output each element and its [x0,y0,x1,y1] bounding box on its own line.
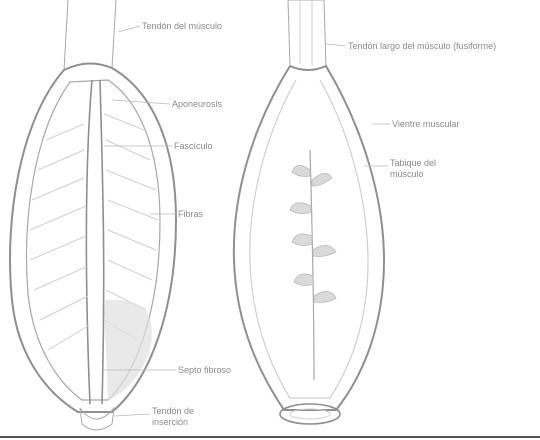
left-central-tendon [86,80,103,404]
bottom-tendon-label-line2: inserción [152,417,188,427]
bottom-tendon-label-line1: Tendón de [152,406,194,416]
belly-label: Vientre muscular [392,119,459,129]
right-bottom-tendon [280,404,340,424]
septum-label-line2: músculo [390,169,424,179]
left-muscle [10,0,176,430]
septum-label-line1: Tabique del [390,158,436,168]
tendon-top-label: Tendón del músculo [142,21,222,31]
intermuscular-label: Septo fibroso [178,365,231,375]
right-leader-lines [326,44,390,166]
right-muscle [234,0,384,424]
left-outer-sheath [10,63,176,412]
aponeurosis-label: Aponeurosis [172,99,222,109]
fascicle-label: Fascículo [174,141,213,151]
right-top-tendon [288,0,326,70]
left-top-tendon [64,0,116,70]
right-septum-branches [290,165,336,302]
left-lower-shading [104,300,152,400]
fibers-label: Fibras [178,209,203,219]
long-tendon-label: Tendón largo del músculo (fusiforme) [348,41,496,51]
